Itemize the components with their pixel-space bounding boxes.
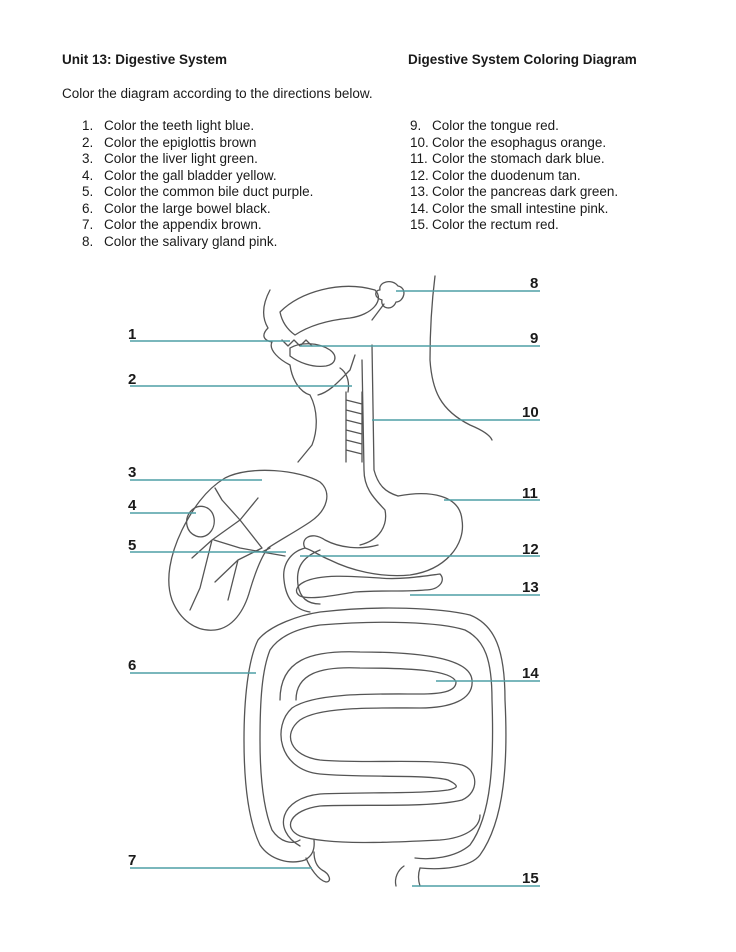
stomach	[303, 493, 464, 577]
epiglottis	[339, 367, 350, 393]
label-number-1: 1	[128, 326, 136, 343]
leader-lines	[130, 290, 540, 887]
instruction-item: 8.Color the salivary gland pink.	[82, 233, 278, 249]
instruction-list-left: 1.Color the teeth light blue. 2.Color th…	[82, 118, 313, 250]
instruction-list-right: 9.Color the tongue red. 10.Color the eso…	[410, 118, 618, 234]
liver	[168, 469, 328, 631]
instruction-item: 9.Color the tongue red.	[410, 118, 559, 133]
salivary-duct	[371, 303, 385, 321]
tongue	[289, 343, 336, 368]
label-number-7: 7	[128, 852, 136, 869]
instruction-item: 5.Color the common bile duct purple.	[82, 184, 314, 199]
instruction-item: 3.Color the liver light green.	[82, 151, 258, 166]
label-number-11: 11	[522, 485, 538, 502]
label-number-13: 13	[522, 579, 539, 596]
instruction-item: 4.Color the gall bladder yellow.	[82, 167, 277, 183]
instruction-item: 11.Color the stomach dark blue.	[410, 151, 605, 166]
label-number-8: 8	[530, 275, 538, 292]
trachea	[345, 391, 363, 463]
worksheet-unit-title: Unit 13: Digestive System	[62, 52, 228, 67]
directions-text: Color the diagram according to the direc…	[62, 86, 373, 101]
label-number-10: 10	[522, 404, 539, 421]
gall-bladder	[185, 505, 215, 538]
teeth	[281, 339, 313, 347]
label-number-2: 2	[128, 371, 136, 388]
throat-front	[317, 354, 356, 396]
instruction-item: 10.Color the esophagus orange.	[410, 134, 607, 150]
instruction-item: 15.Color the rectum red.	[410, 217, 559, 232]
label-number-4: 4	[128, 497, 137, 514]
label-number-6: 6	[128, 657, 136, 674]
instruction-item: 6.Color the large bowel black.	[82, 200, 271, 216]
label-number-14: 14	[522, 665, 539, 682]
label-number-12: 12	[522, 541, 539, 558]
neck-back	[429, 275, 493, 441]
small-intestine	[279, 651, 481, 847]
instruction-item: 12.Color the duodenum tan.	[410, 167, 581, 183]
nasal-cavity	[279, 285, 380, 336]
liver-veins	[189, 487, 263, 611]
instruction-item: 2.Color the epiglottis brown	[82, 134, 257, 150]
duodenum	[283, 547, 321, 613]
instruction-item: 7.Color the appendix brown.	[82, 217, 262, 232]
label-number-9: 9	[530, 330, 538, 347]
instruction-item: 13.Color the pancreas dark green.	[410, 184, 619, 199]
salivary-gland	[375, 280, 405, 309]
esophagus	[359, 344, 399, 546]
label-number-3: 3	[128, 464, 136, 481]
rectum	[394, 865, 421, 887]
instruction-item: 1.Color the teeth light blue.	[82, 118, 255, 133]
large-bowel	[243, 607, 507, 870]
label-number-15: 15	[522, 870, 539, 887]
appendix	[305, 851, 331, 883]
label-number-5: 5	[128, 537, 136, 554]
pancreas	[295, 573, 443, 599]
worksheet-diagram-title: Digestive System Coloring Diagram	[408, 52, 637, 67]
head-outline	[263, 289, 317, 463]
instruction-item: 14.Color the small intestine pink.	[410, 200, 609, 216]
